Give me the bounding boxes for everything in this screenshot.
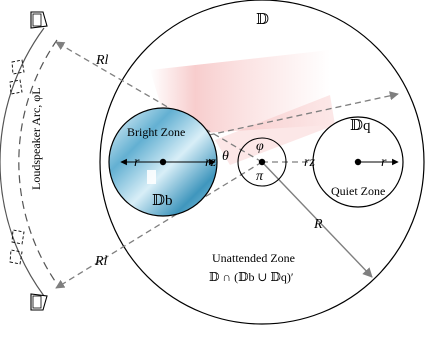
loudspeaker-top-icon bbox=[30, 11, 48, 29]
unattended-zone-label: Unattended Zone bbox=[212, 251, 295, 265]
loudspeaker-bottom-icon bbox=[30, 293, 48, 311]
quiet-zone-label: Quiet Zone bbox=[331, 184, 385, 198]
loudspeaker-dashed-top-icon bbox=[9, 59, 25, 95]
pi-label: π bbox=[256, 169, 264, 184]
radius-R-label: R bbox=[313, 217, 323, 232]
phi-label: φ bbox=[256, 139, 264, 154]
loudspeaker-arc-inner bbox=[18, 39, 58, 285]
quiet-region-label: 𝔻q bbox=[350, 118, 371, 134]
radius-R-line bbox=[261, 161, 373, 278]
origin-point bbox=[258, 158, 266, 166]
bright-zone-highlight bbox=[147, 170, 156, 184]
r-bright-label: r bbox=[134, 155, 140, 170]
radius-l-bottom-label: Rl bbox=[94, 254, 108, 269]
radius-l-top-label: Rl bbox=[95, 53, 109, 68]
rz-right-label: rz bbox=[304, 155, 315, 170]
unattended-zone-formula: 𝔻 ∩ (𝔻b ∪ 𝔻q)′ bbox=[209, 270, 294, 284]
rz-left-label: rz bbox=[205, 155, 216, 170]
bright-zone-label: Bright Zone bbox=[127, 125, 185, 139]
bright-region-label: 𝔻b bbox=[152, 193, 173, 209]
main-region-label: 𝔻 bbox=[256, 12, 269, 28]
beam-glow bbox=[150, 50, 335, 165]
loudspeaker-dashed-bottom-icon bbox=[9, 229, 25, 265]
theta-label: θ bbox=[222, 149, 229, 164]
quiet-zone-center bbox=[354, 158, 362, 166]
bright-zone-center bbox=[159, 158, 167, 166]
loudspeaker-arc-label: Loudspeaker Arc, φL bbox=[29, 87, 43, 190]
main-region-circle bbox=[99, 0, 425, 325]
r-quiet-label: r bbox=[381, 155, 387, 170]
loudspeaker-arc-outer bbox=[0, 27, 45, 297]
angle-arc bbox=[237, 137, 287, 187]
